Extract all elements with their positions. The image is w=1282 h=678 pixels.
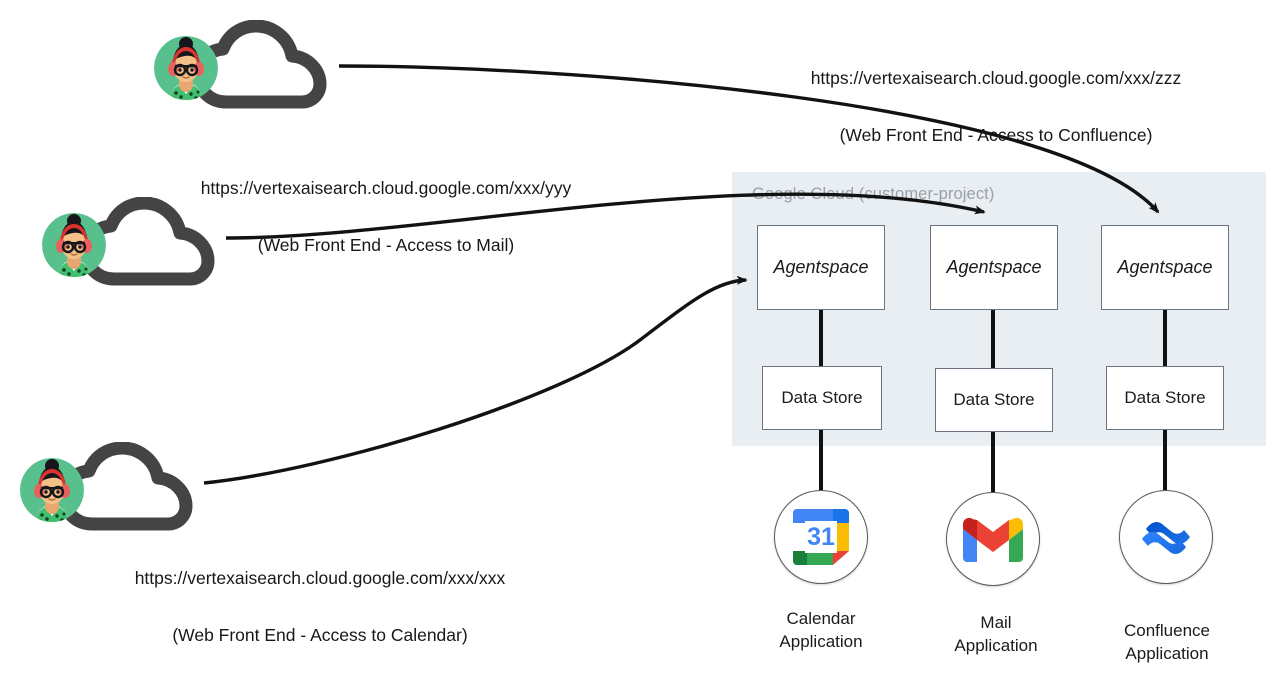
connector-agentspace3-datastore3 (1163, 300, 1167, 372)
caption-url: https://vertexaisearch.cloud.google.com/… (810, 68, 1182, 89)
google-cloud-container-label: Google Cloud (customer-project) (752, 185, 995, 203)
client-mail[interactable] (38, 197, 238, 297)
caption-subtitle: (Web Front End - Access to Calendar) (172, 625, 468, 646)
google-calendar-icon: 31 (793, 509, 849, 565)
connector-datastore3-confluence-app (1163, 420, 1167, 490)
caption-calendar-client: https://vertexaisearch.cloud.google.com/… (120, 536, 520, 678)
agentspace-box-calendar[interactable]: Agentspace (757, 225, 885, 310)
datastore-label: Data Store (781, 388, 863, 407)
user-avatar-icon (42, 213, 106, 277)
client-confluence[interactable] (150, 20, 350, 120)
datastore-label: Data Store (1124, 388, 1206, 407)
app-label-calendar: Calendar Application (779, 609, 863, 651)
svg-text:31: 31 (807, 523, 835, 551)
datastore-box-calendar[interactable]: Data Store (762, 366, 882, 430)
client-calendar[interactable] (16, 442, 216, 542)
caption-url: https://vertexaisearch.cloud.google.com/… (200, 178, 572, 199)
user-avatar-icon (20, 458, 84, 522)
user-avatar-icon (154, 36, 218, 100)
app-circle-mail[interactable] (946, 492, 1040, 586)
app-circle-confluence[interactable] (1119, 490, 1213, 584)
caption-url: https://vertexaisearch.cloud.google.com/… (134, 568, 506, 589)
agentspace-label: Agentspace (946, 257, 1042, 277)
connector-agentspace1-datastore1 (819, 300, 823, 372)
avatar (154, 36, 218, 100)
agentspace-label: Agentspace (773, 257, 869, 277)
caption-subtitle: (Web Front End - Access to Mail) (257, 235, 515, 256)
connector-agentspace2-datastore2 (991, 300, 995, 372)
connector-datastore1-calendar-app (819, 420, 823, 490)
agentspace-box-confluence[interactable]: Agentspace (1101, 225, 1229, 310)
app-label-confluence: Confluence Application (1123, 621, 1210, 663)
arrow-calendar-client-to-agentspace (203, 275, 748, 485)
agentspace-label: Agentspace (1117, 257, 1213, 277)
agentspace-box-mail[interactable]: Agentspace (930, 225, 1058, 310)
avatar (20, 458, 84, 522)
datastore-label: Data Store (953, 390, 1035, 409)
confluence-icon (1142, 521, 1190, 555)
caption-mail-client: https://vertexaisearch.cloud.google.com/… (186, 146, 586, 288)
datastore-box-confluence[interactable]: Data Store (1106, 366, 1224, 430)
connector-datastore2-mail-app (991, 422, 995, 492)
app-label-mail: Mail Application (954, 613, 1038, 655)
datastore-box-mail[interactable]: Data Store (935, 368, 1053, 432)
gmail-icon (963, 517, 1023, 562)
caption-confluence-client: https://vertexaisearch.cloud.google.com/… (796, 36, 1196, 178)
app-circle-calendar[interactable]: 31 (774, 490, 868, 584)
caption-subtitle: (Web Front End - Access to Confluence) (839, 125, 1153, 146)
avatar (42, 213, 106, 277)
